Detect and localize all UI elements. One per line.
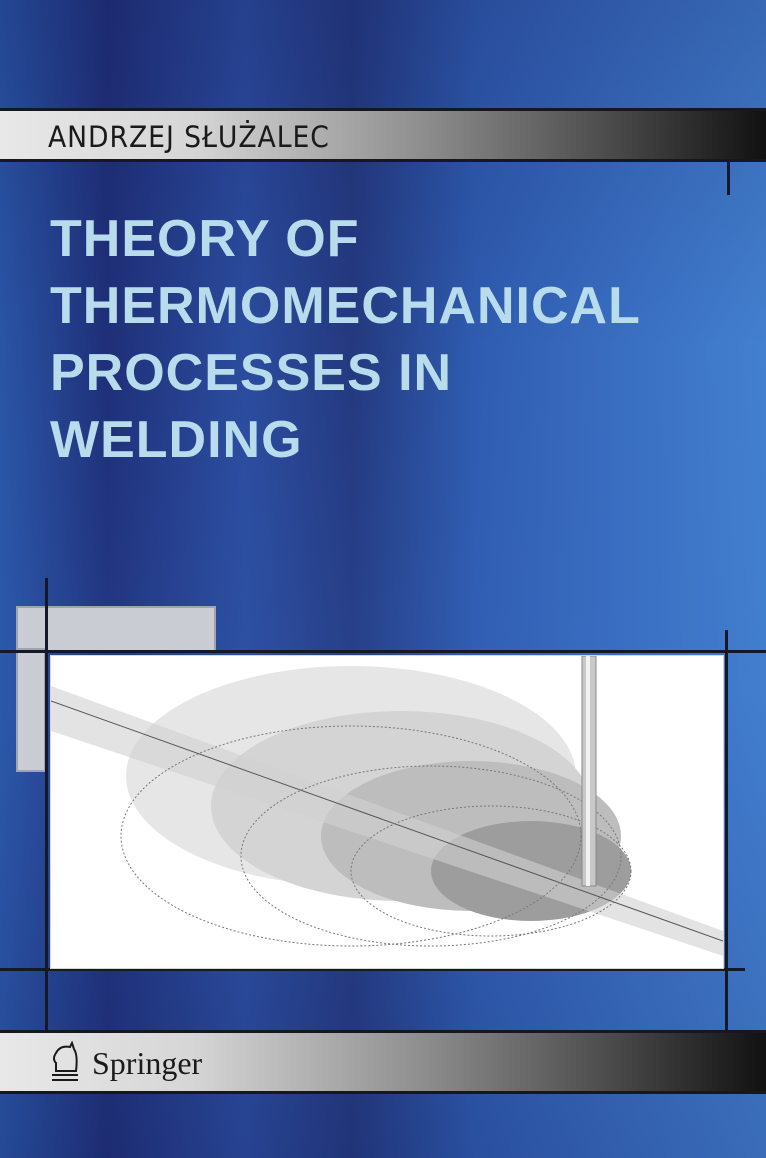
title-line: WELDING (50, 411, 303, 469)
weld-illustration (50, 655, 724, 969)
title-line: THERMOMECHANICAL (50, 277, 641, 335)
decor-line (725, 630, 728, 1030)
decor-line (0, 650, 766, 653)
book-title: THEORY OF THERMOMECHANICAL PROCESSES IN … (50, 206, 641, 474)
decor-line (45, 578, 48, 1030)
weld-pool-figure (51, 656, 723, 956)
publisher-name: Springer (92, 1045, 203, 1081)
springer-knight-icon (52, 1041, 78, 1081)
decor-rect (16, 648, 46, 772)
title-line: THEORY OF (50, 210, 360, 268)
author-name: ANDRZEJ SŁUŻALEC (48, 120, 330, 154)
decor-line (727, 160, 730, 195)
title-line: PROCESSES IN (50, 344, 453, 402)
decor-line (0, 968, 745, 971)
publisher-band: Springer (0, 1030, 766, 1094)
author-band: ANDRZEJ SŁUŻALEC (0, 108, 766, 162)
